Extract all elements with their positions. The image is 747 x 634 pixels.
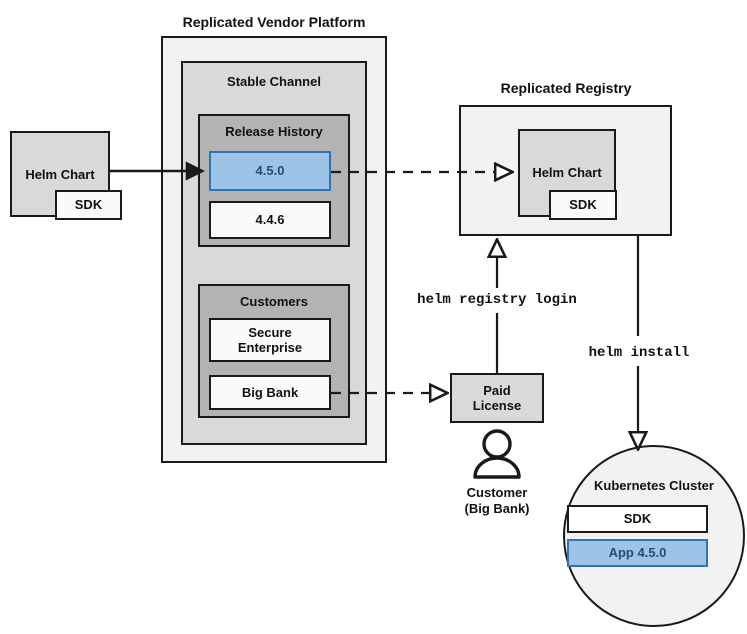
customer-item-big-bank[interactable]: Big Bank bbox=[209, 375, 331, 410]
paid-license-line2: License bbox=[472, 398, 522, 413]
release-item-4-5-0[interactable]: 4.5.0 bbox=[209, 151, 331, 191]
paid-license-box[interactable]: Paid License bbox=[450, 373, 544, 423]
registry-sdk-box[interactable]: SDK bbox=[549, 190, 617, 220]
customer-actor-label-line2: (Big Bank) bbox=[464, 501, 530, 516]
release-item-4-4-6[interactable]: 4.4.6 bbox=[209, 201, 331, 239]
registry-title: Replicated Registry bbox=[500, 80, 632, 96]
release-history-label: Release History bbox=[225, 124, 323, 139]
customer-person-icon bbox=[473, 429, 521, 479]
kubernetes-cluster-title: Kubernetes Cluster bbox=[594, 478, 714, 493]
customer-item-secure-enterprise[interactable]: Secure Enterprise bbox=[209, 318, 331, 362]
command-helm-registry-login: helm registry login bbox=[417, 292, 577, 308]
vendor-platform-title: Replicated Vendor Platform bbox=[182, 14, 366, 30]
cluster-item-app[interactable]: App 4.5.0 bbox=[567, 539, 708, 567]
customer-secure-enterprise-line2: Enterprise bbox=[237, 340, 303, 355]
customer-secure-enterprise-line1: Secure bbox=[248, 324, 292, 340]
customer-actor-label-line1: Customer bbox=[466, 485, 528, 500]
stable-channel-label: Stable Channel bbox=[227, 74, 321, 89]
command-helm-install: helm install bbox=[588, 345, 690, 361]
kubernetes-cluster-circle bbox=[563, 445, 745, 627]
paid-license-line1: Paid bbox=[483, 382, 511, 398]
source-sdk-box[interactable]: SDK bbox=[55, 190, 122, 220]
cluster-item-sdk[interactable]: SDK bbox=[567, 505, 708, 533]
customers-label: Customers bbox=[240, 294, 308, 309]
